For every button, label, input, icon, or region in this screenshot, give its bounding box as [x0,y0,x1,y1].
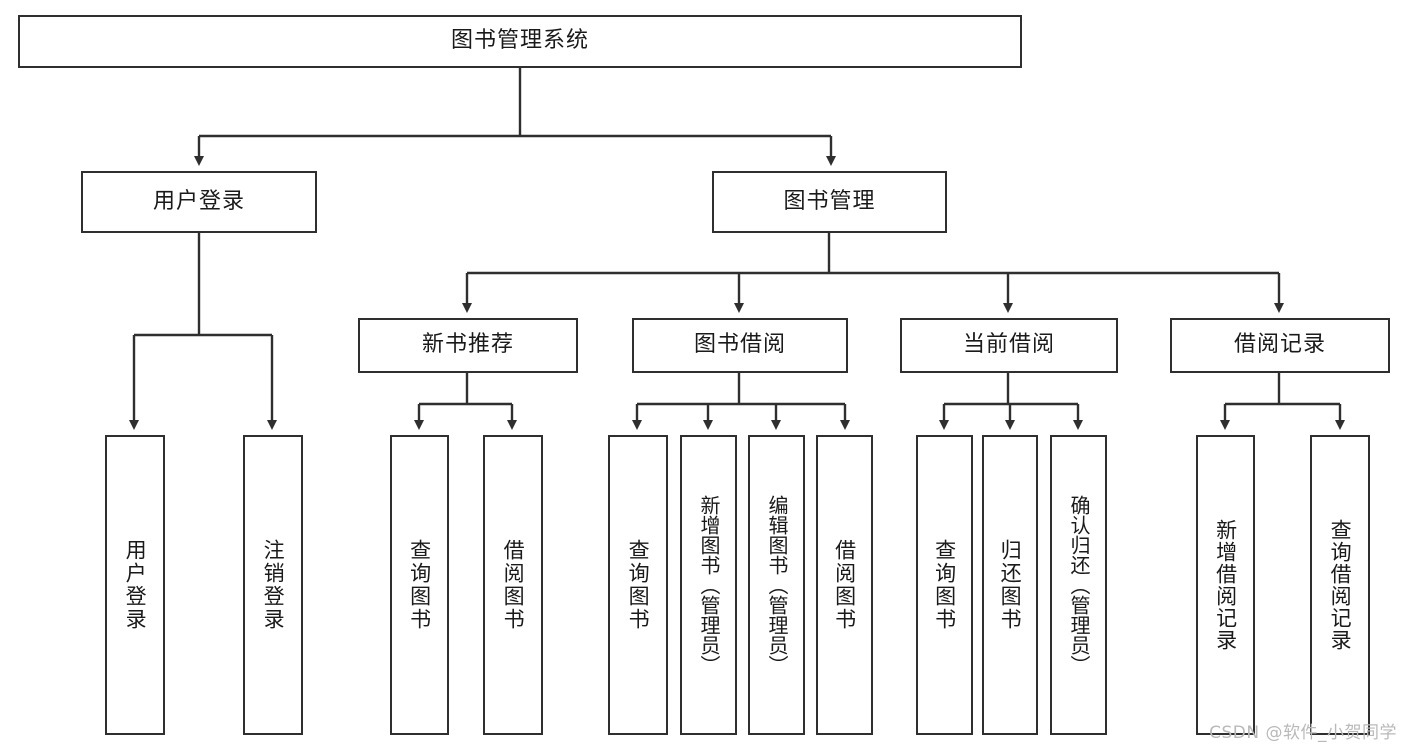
leaf-edit-book-label: 编辑图书（管理员） [765,495,789,675]
leaf-return-book[interactable]: 归还图书 [982,435,1038,735]
leaf-query-record[interactable]: 查询借阅记录 [1310,435,1370,735]
leaf-user-logout[interactable]: 注销登录 [243,435,303,735]
node-user-login-label: 用户登录 [152,188,245,214]
leaf-add-record[interactable]: 新增借阅记录 [1196,435,1255,735]
leaf-return-book-label: 归还图书 [998,539,1023,631]
leaf-add-book-label: 新增图书（管理员） [697,495,721,675]
node-root-label: 图书管理系统 [450,28,589,54]
leaf-user-login[interactable]: 用户登录 [105,435,165,735]
watermark: CSDN @软件_小贺同学 [1209,723,1397,743]
node-book-manage[interactable]: 图书管理 [712,171,947,233]
leaf-query-book-borrow[interactable]: 查询图书 [608,435,668,735]
leaf-query-book-rec-label: 查询图书 [407,539,432,631]
leaf-borrow-book-label: 借阅图书 [832,539,857,631]
node-book-manage-label: 图书管理 [783,188,876,214]
leaf-confirm-return-label: 确认归还（管理员） [1067,495,1091,675]
leaf-add-record-label: 新增借阅记录 [1213,519,1238,651]
leaf-query-book-borrow-label: 查询图书 [626,539,651,631]
leaf-borrow-book[interactable]: 借阅图书 [816,435,873,735]
leaf-borrow-book-rec[interactable]: 借阅图书 [483,435,543,735]
leaf-query-record-label: 查询借阅记录 [1328,519,1353,651]
leaf-edit-book[interactable]: 编辑图书（管理员） [748,435,805,735]
node-new-book-rec[interactable]: 新书推荐 [358,318,578,373]
node-book-borrow[interactable]: 图书借阅 [632,318,848,373]
node-current-borrow-label: 当前借阅 [962,332,1055,358]
leaf-confirm-return[interactable]: 确认归还（管理员） [1050,435,1107,735]
node-book-borrow-label: 图书借阅 [693,332,786,358]
leaf-user-logout-label: 注销登录 [261,539,286,631]
node-borrow-record[interactable]: 借阅记录 [1170,318,1390,373]
node-root[interactable]: 图书管理系统 [18,15,1022,68]
leaf-user-login-label: 用户登录 [123,539,148,631]
leaf-query-book-rec[interactable]: 查询图书 [390,435,449,735]
leaf-borrow-book-rec-label: 借阅图书 [501,539,526,631]
node-new-book-rec-label: 新书推荐 [421,332,514,358]
leaf-query-book-cur-label: 查询图书 [932,539,957,631]
leaf-add-book[interactable]: 新增图书（管理员） [680,435,737,735]
node-borrow-record-label: 借阅记录 [1233,332,1326,358]
node-user-login[interactable]: 用户登录 [81,171,317,233]
leaf-query-book-cur[interactable]: 查询图书 [916,435,973,735]
node-current-borrow[interactable]: 当前借阅 [900,318,1118,373]
